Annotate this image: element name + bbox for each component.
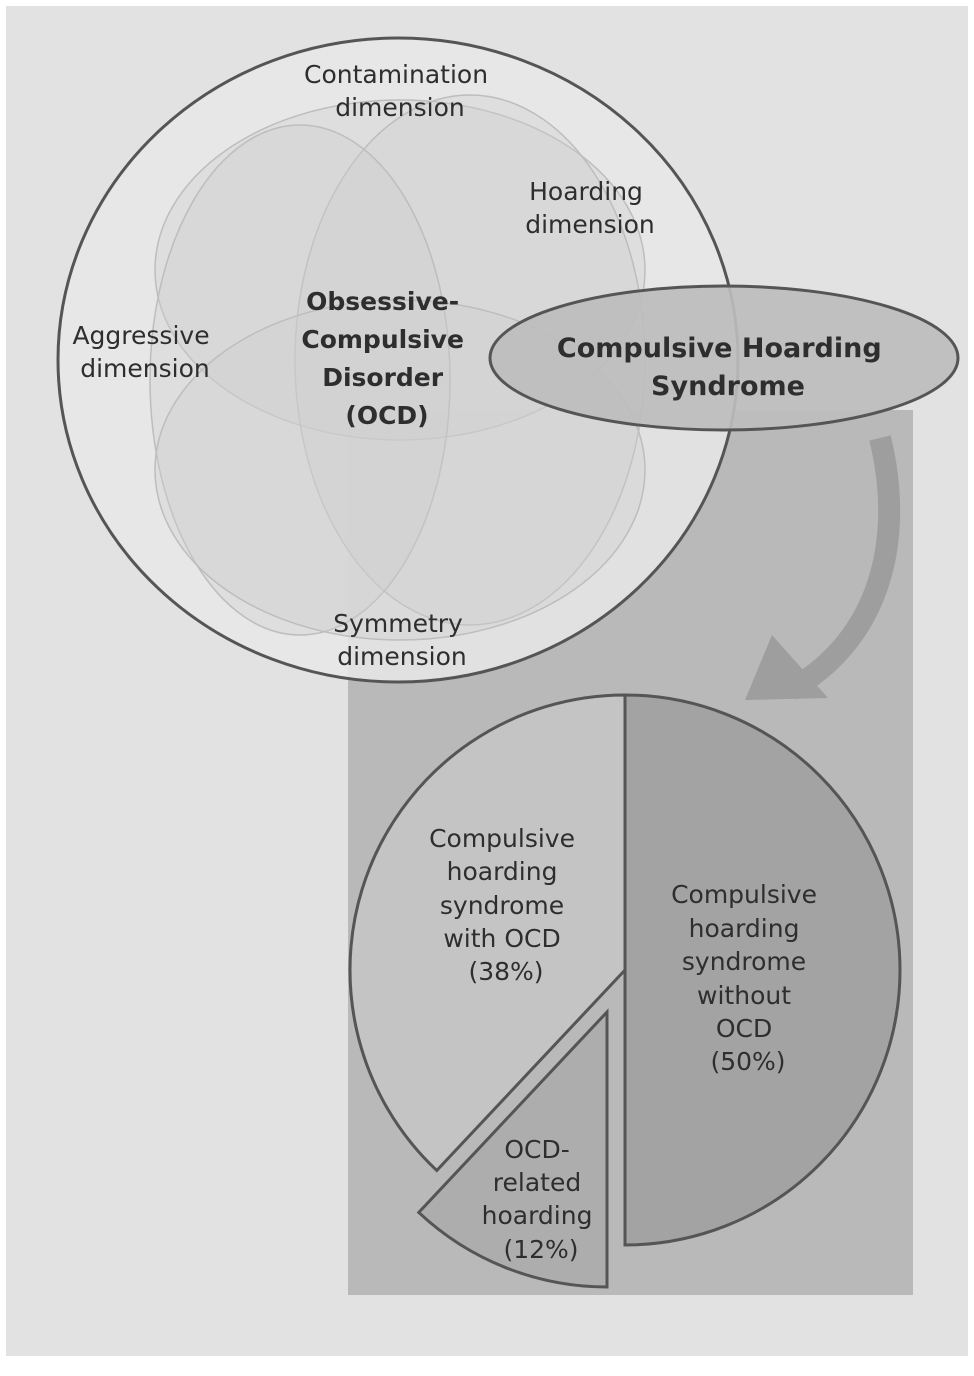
pie-chart — [348, 693, 902, 1289]
aggressive-label: Aggressive dimension — [72, 321, 217, 383]
slice-without-ocd — [623, 693, 902, 1247]
hoarding-dimension-label: Hoarding dimension — [525, 177, 655, 239]
label-without-ocd: Compulsive hoarding syndrome without OCD… — [671, 880, 825, 1076]
label-ocd-related: OCD- related hoarding (12%) — [482, 1135, 601, 1264]
label-with-ocd: Compulsive hoarding syndrome with OCD (3… — [429, 824, 583, 986]
contamination-label: Contamination dimension — [304, 60, 496, 122]
hoarding-syndrome-ellipse — [488, 284, 960, 432]
symmetry-label: Symmetry dimension — [333, 609, 471, 671]
hoarding-syndrome-title: Compulsive Hoarding Syndrome — [557, 333, 891, 402]
ocd-title: Obsessive- Compulsive Disorder (OCD) — [301, 287, 472, 430]
curved-arrow-icon — [745, 435, 901, 700]
slice-ocd-related — [416, 1008, 609, 1289]
aggressive-ellipse — [149, 124, 451, 636]
dimension-overlaps — [149, 94, 646, 641]
slice-with-ocd — [348, 693, 627, 1173]
